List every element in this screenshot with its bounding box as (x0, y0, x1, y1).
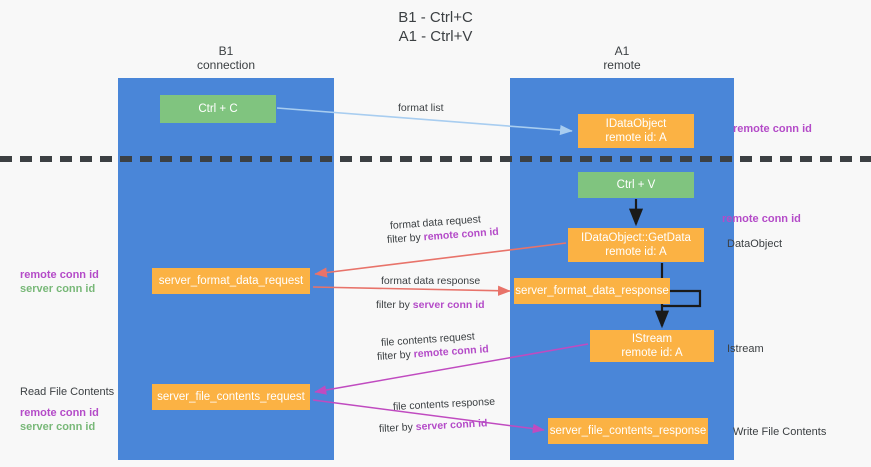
annotation-dataobject-label: DataObject (727, 238, 783, 250)
annotation-remote-conn-id: remote conn id (20, 407, 99, 419)
annotation-left-middle: remote conn id server conn id (20, 268, 120, 296)
node-ctrl-c[interactable]: Ctrl + C (160, 95, 276, 123)
annotation-remote-conn-id: remote conn id (733, 123, 812, 135)
edge-label-format-list: format list (398, 102, 444, 114)
page-title: B1 - Ctrl+C A1 - Ctrl+V (398, 9, 473, 45)
annotation-istream-label: Istream (727, 343, 764, 355)
filter-prefix: filter by (376, 348, 415, 363)
filter-key: remote conn id (413, 343, 490, 361)
node-idataobject-getdata[interactable]: IDataObject::GetData remote id: A (568, 228, 704, 262)
annotation-write-file-contents: Write File Contents (733, 425, 826, 439)
column-header-b1: B1 connection (196, 44, 256, 72)
node-server-format-data-request[interactable]: server_format_data_request (152, 268, 310, 294)
node-server-format-data-response[interactable]: server_format_data_response (514, 278, 670, 304)
annotation-right-remote-mid: remote conn id (722, 212, 801, 226)
annotation-remote-conn-id: remote conn id (722, 213, 801, 225)
edge-label-file-contents-response: file contents response (392, 395, 496, 413)
filter-key: server conn id (412, 299, 485, 311)
node-istream[interactable]: IStream remote id: A (590, 330, 714, 362)
node-idataobject[interactable]: IDataObject remote id: A (578, 114, 694, 148)
edge-label-format-data-response-filter: filter by server conn id (376, 298, 485, 312)
column-header-a1: A1 remote (603, 44, 641, 72)
annotation-remote-conn-id: remote conn id (20, 269, 99, 281)
annotation-dataobject: DataObject (727, 237, 782, 251)
annotation-istream: Istream (727, 342, 764, 356)
annotation-read-file-contents: Read File Contents (20, 386, 115, 398)
annotation-left-bottom: Read File Contents remote conn id server… (20, 385, 130, 434)
annotation-write-file-contents-label: Write File Contents (733, 426, 827, 438)
filter-key: server conn id (415, 417, 488, 434)
annotation-right-remote-top: remote conn id (733, 122, 812, 136)
edge-label-file-contents-response-filter: filter by server conn id (379, 416, 488, 436)
node-server-file-contents-request[interactable]: server_file_contents_request (152, 384, 310, 410)
filter-key: remote conn id (423, 225, 500, 244)
node-server-file-contents-response[interactable]: server_file_contents_response (548, 418, 708, 444)
filter-prefix: filter by (378, 421, 417, 435)
filter-prefix: filter by (386, 231, 425, 246)
node-ctrl-v[interactable]: Ctrl + V (578, 172, 694, 198)
section-divider (0, 156, 871, 162)
filter-prefix: filter by (376, 299, 413, 311)
annotation-server-conn-id: server conn id (20, 421, 96, 433)
edge-label-format-data-response: format data response (381, 275, 481, 287)
annotation-server-conn-id: server conn id (20, 283, 96, 295)
